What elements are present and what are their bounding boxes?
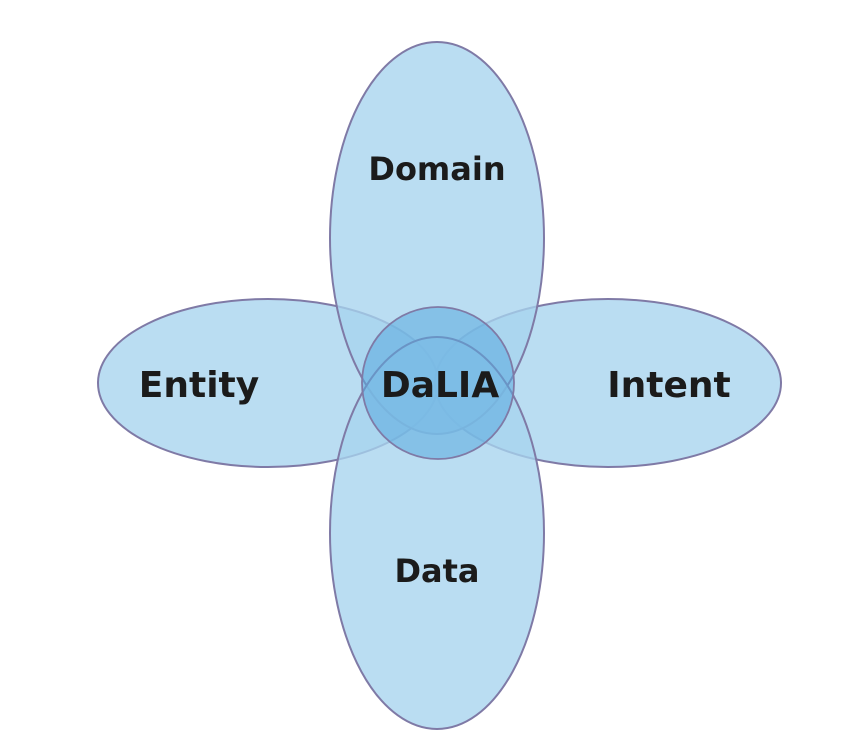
domain-label: Domain bbox=[368, 150, 505, 188]
data-label: Data bbox=[394, 552, 479, 590]
intent-label: Intent bbox=[607, 365, 731, 406]
entity-label: Entity bbox=[139, 365, 259, 406]
center-label: DaLIA bbox=[381, 365, 500, 406]
center-circle bbox=[361, 306, 515, 460]
